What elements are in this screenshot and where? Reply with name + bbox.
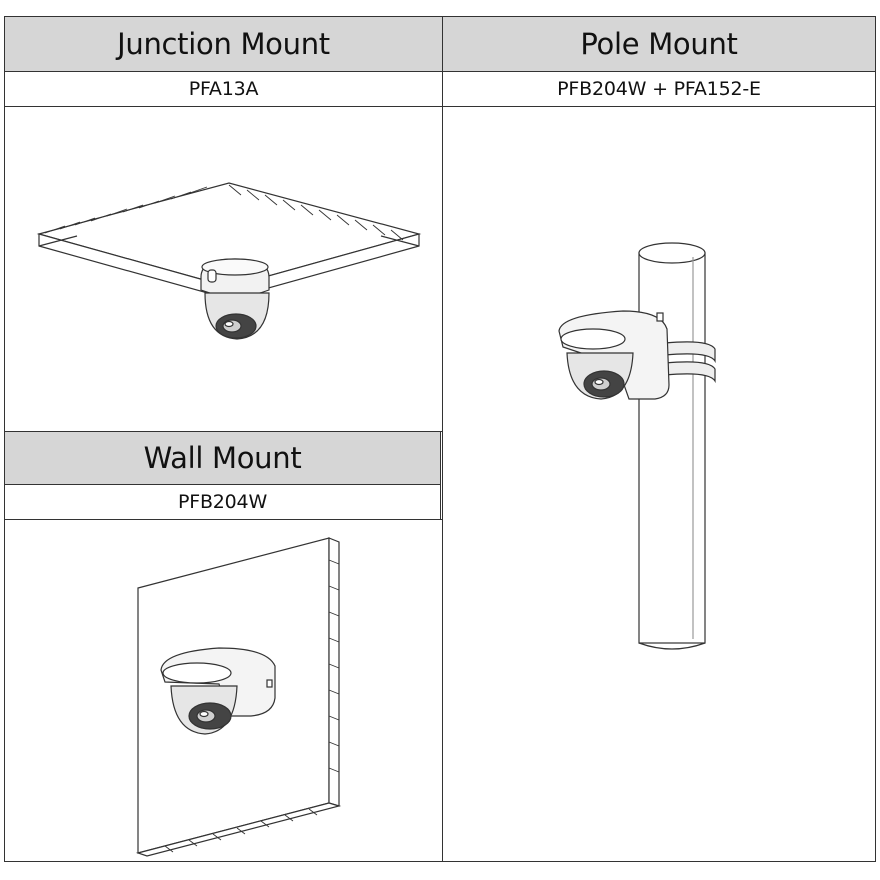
junction-model-row: PFA13A [4, 71, 443, 107]
ceiling-mounted-dome-camera-icon [36, 182, 422, 340]
junction-illustration-cell [4, 106, 443, 432]
junction-model: PFA13A [188, 78, 259, 100]
pole-mount-title: Pole Mount [580, 27, 738, 61]
pole-model: PFB204W + PFA152-E [557, 78, 761, 100]
pole-illustration-cell [442, 106, 876, 862]
wall-model-row: PFB204W [4, 484, 441, 520]
junction-mount-header: Junction Mount [4, 16, 443, 72]
junction-mount-title: Junction Mount [117, 27, 330, 61]
wall-mount-header: Wall Mount [4, 431, 441, 485]
pole-model-row: PFB204W + PFA152-E [442, 71, 876, 107]
wall-mount-title: Wall Mount [143, 441, 302, 475]
wall-model: PFB204W [177, 491, 268, 513]
wall-mounted-dome-camera-icon [135, 537, 342, 857]
pole-mounted-dome-camera-icon [558, 242, 716, 650]
pole-mount-header: Pole Mount [442, 16, 876, 72]
mount-table: Junction Mount Pole Mount PFA13A PFB204W… [4, 16, 876, 862]
wall-illustration-cell [4, 519, 443, 862]
